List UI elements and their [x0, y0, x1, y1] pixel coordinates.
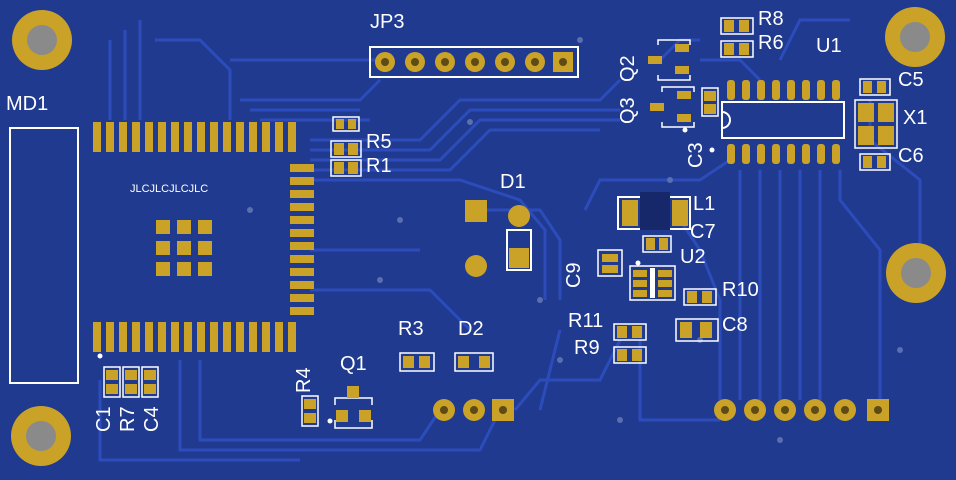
- label-c1: C1: [93, 406, 115, 432]
- label-r6: R6: [758, 32, 784, 54]
- label-c6: C6: [898, 145, 924, 167]
- label-r10: R10: [722, 279, 759, 301]
- c8-cap: [675, 318, 719, 342]
- r1-pads: [330, 159, 362, 177]
- label-c3: C3: [685, 142, 707, 168]
- label-c7: C7: [690, 221, 716, 243]
- label-r7: R7: [117, 406, 139, 432]
- d1-diode: [465, 200, 532, 277]
- c3-cap: [701, 87, 719, 153]
- c1-r7-c4-group: [103, 366, 159, 398]
- label-jp3: JP3: [370, 11, 404, 33]
- md1-module: [9, 122, 314, 384]
- label-r11: R11: [568, 310, 603, 332]
- r9-res: [613, 346, 647, 364]
- label-q2: Q2: [617, 55, 639, 82]
- traces: [98, 18, 922, 462]
- label-c8: C8: [722, 314, 748, 336]
- r11-res: [613, 323, 647, 341]
- mounting-hole-bottom-left: [11, 406, 71, 466]
- r5-footprint: [332, 116, 360, 132]
- label-c9: C9: [563, 262, 585, 288]
- header-6pin: [714, 399, 889, 421]
- jp3-header: [369, 46, 579, 78]
- u2-chip: [629, 260, 676, 301]
- label-r9: R9: [574, 337, 600, 359]
- label-md1: MD1: [6, 93, 48, 115]
- label-x1: X1: [903, 107, 927, 129]
- label-c4: C4: [141, 406, 163, 432]
- label-c5: C5: [898, 69, 924, 91]
- label-l1: L1: [693, 193, 715, 215]
- d2-led: [454, 352, 494, 372]
- l1-inductor: [617, 192, 691, 230]
- label-r8: R8: [758, 8, 784, 30]
- label-d2: D2: [458, 318, 484, 340]
- label-q3: Q3: [617, 97, 639, 124]
- c7-cap: [642, 235, 672, 253]
- vias: [247, 37, 903, 443]
- c6-cap: [859, 153, 891, 171]
- c9-cap: [597, 249, 623, 277]
- r10-res: [683, 288, 717, 306]
- header-3pin: [433, 399, 514, 421]
- r3-res: [399, 352, 435, 372]
- q2-transistor: [648, 39, 691, 81]
- label-r3: R3: [398, 318, 424, 340]
- r5-pads: [330, 140, 362, 158]
- r6-res: [720, 40, 754, 58]
- c5-cap: [859, 78, 891, 96]
- label-u2: U2: [680, 246, 706, 268]
- r8-res: [720, 17, 754, 35]
- label-r5: R5: [366, 131, 392, 153]
- q3-transistor: [650, 86, 695, 133]
- mounting-hole-right: [886, 243, 946, 303]
- label-q1: Q1: [340, 353, 367, 375]
- label-r1: R1: [366, 155, 392, 177]
- label-d1: D1: [500, 171, 526, 193]
- u1-chip: [721, 80, 845, 164]
- q1-transistor: [327, 386, 373, 429]
- mounting-hole-top-left: [12, 10, 72, 70]
- x1-crystal: [854, 99, 898, 149]
- label-r4: R4: [293, 367, 315, 393]
- label-jlc: JLCJLCJLCJLC: [130, 183, 208, 195]
- label-u1: U1: [816, 35, 842, 57]
- mounting-hole-top-right: [885, 7, 945, 67]
- r4-res: [301, 395, 319, 427]
